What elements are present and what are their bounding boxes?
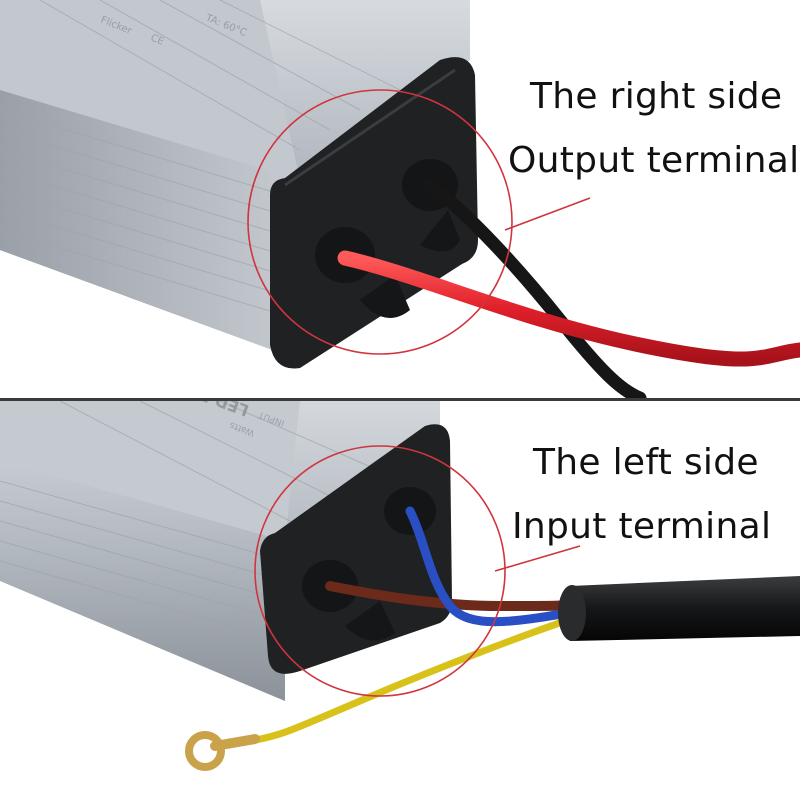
input-terminal-label: Input terminal [512,506,772,547]
output-callout-circle [247,89,513,355]
input-wires [185,506,800,771]
input-callout-circle [254,445,506,697]
panel-divider [0,398,800,401]
input-terminal-panel: LED DRIVER Watts INPUT [0,401,800,799]
driver-housing: CE TA: 60°C Flicker [0,0,470,360]
output-terminal-panel: CE TA: 60°C Flicker The right side Outpu… [0,0,800,398]
output-callout-pointer [504,197,591,231]
input-side-label: The left side [533,442,759,483]
output-driver-photo: CE TA: 60°C Flicker [0,0,800,398]
output-black-wire [423,178,647,398]
ring-terminal [185,731,260,771]
output-wires [337,178,800,398]
output-terminal-label: Output terminal [508,140,800,181]
input-blue-wire [405,506,585,627]
input-callout-pointer [494,545,581,572]
output-side-label: The right side [530,76,783,117]
output-red-wire [337,250,800,367]
input-driver-photo: LED DRIVER Watts INPUT [0,401,800,771]
driver-housing: LED DRIVER Watts INPUT [0,401,440,701]
input-end-cap [260,424,452,674]
ce-mark-print: CE [149,33,165,48]
input-cable-jacket [570,576,800,641]
input-yellow-wire [246,612,584,745]
